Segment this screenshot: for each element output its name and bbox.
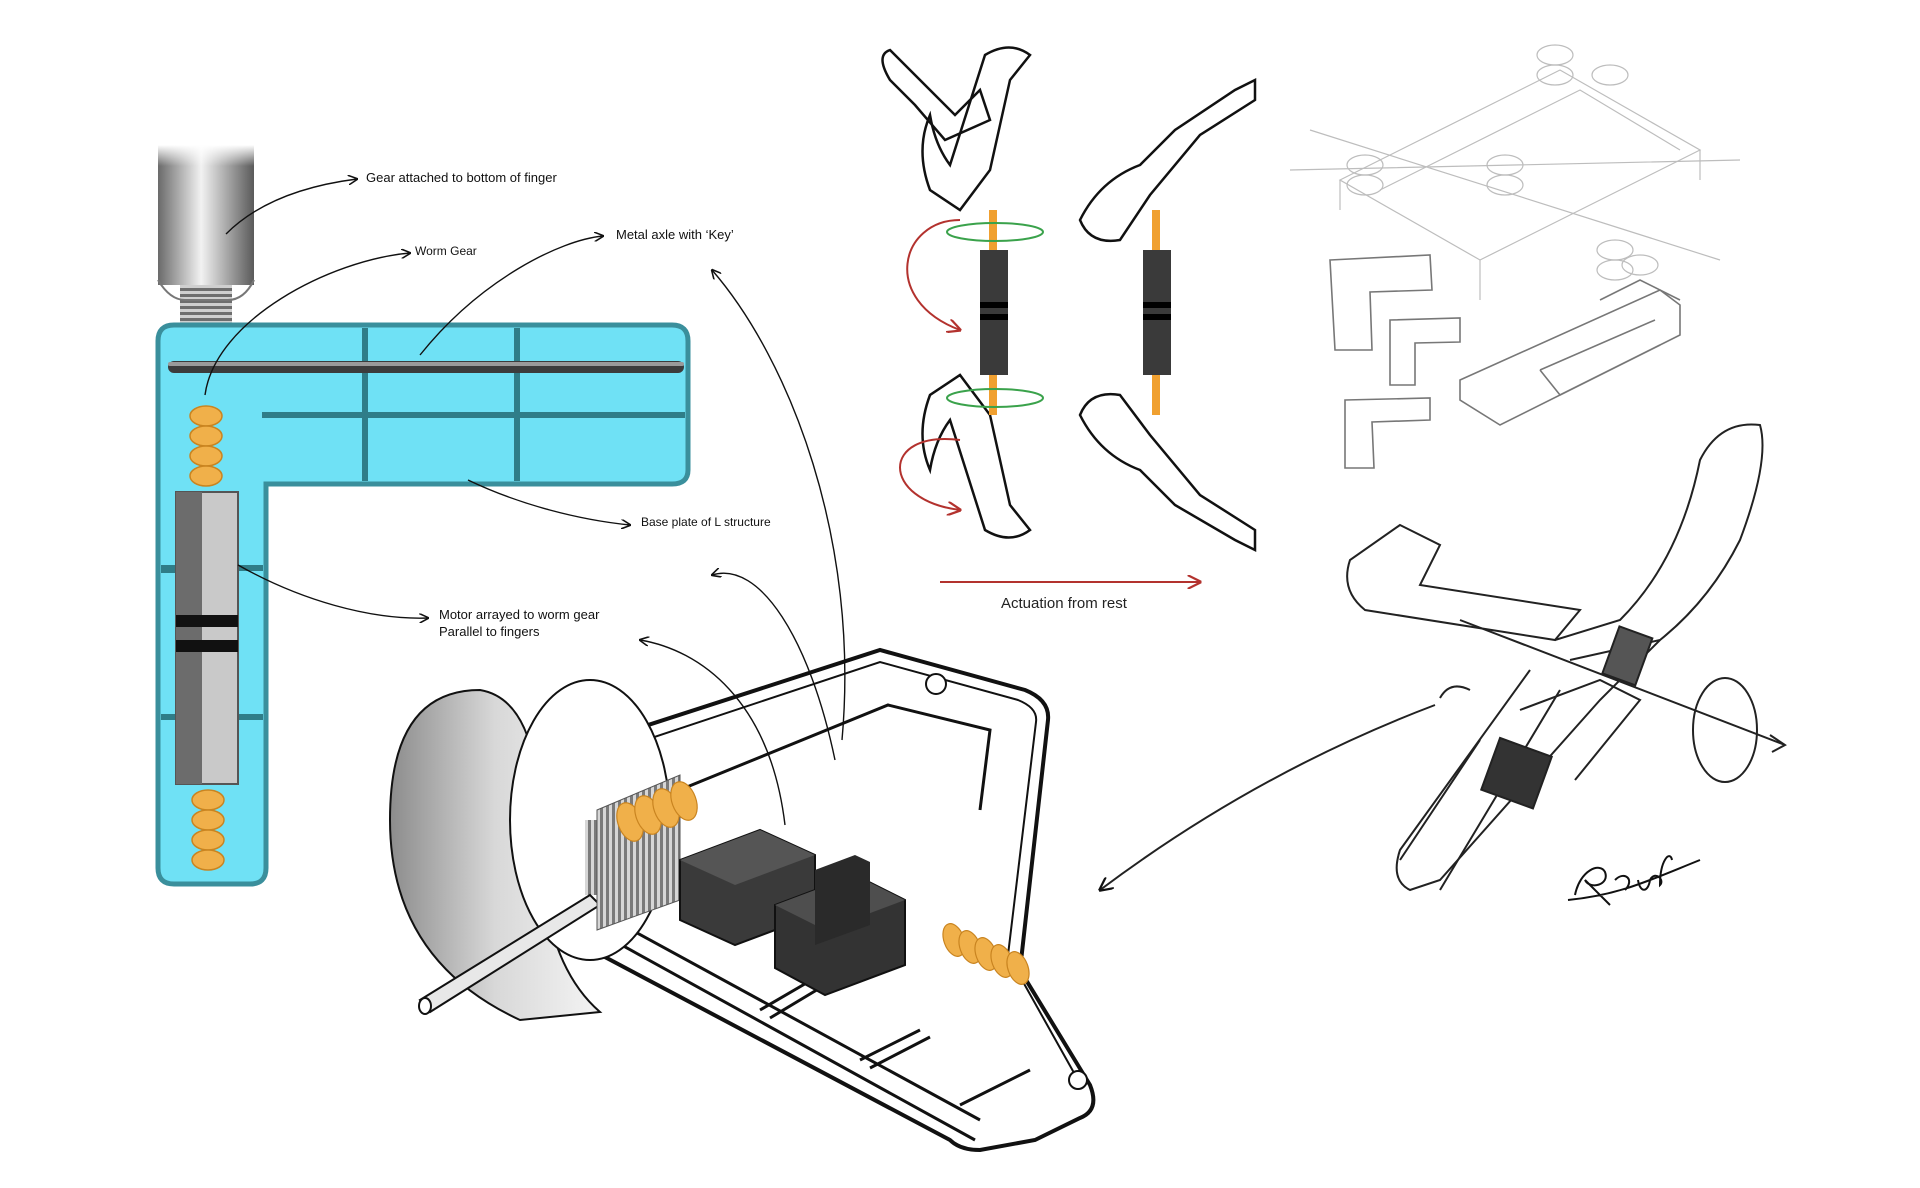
mechanism-3d-view — [388, 647, 1096, 1153]
motor-vertical — [175, 491, 239, 785]
label-metal-axle: Metal axle with ‘Key’ — [616, 227, 734, 242]
worm-gear-3d — [616, 781, 698, 842]
actuation-diagram — [881, 46, 1257, 583]
axle-right-bottom — [1152, 375, 1160, 415]
label-motor-line1: Motor arrayed to worm gear — [439, 607, 600, 622]
label-gear-bottom: Gear attached to bottom of finger — [366, 170, 557, 185]
label-actuation: Actuation from rest — [1001, 595, 1127, 612]
axle-left-bottom — [989, 375, 997, 415]
worm-gear-3d-end — [942, 923, 1030, 985]
motor-right — [1143, 250, 1171, 375]
l-plate-diagram — [155, 145, 846, 887]
worm-gear-upper — [189, 405, 223, 487]
pencil-sketch-l-brackets — [1329, 254, 1681, 469]
frame — [517, 647, 1096, 1153]
sketch-link-arrow — [1100, 704, 1436, 890]
worm-gear-lower — [191, 789, 225, 871]
axle-left-top — [989, 210, 997, 250]
label-motor-line2: Parallel to fingers — [439, 624, 540, 639]
callout-leaders — [204, 179, 846, 826]
axle-right-top — [1152, 210, 1160, 250]
label-base-plate: Base plate of L structure — [641, 515, 771, 529]
motor-left — [980, 250, 1008, 375]
gripper-gear-upper — [1601, 625, 1654, 687]
pencil-sketch-iso — [1289, 44, 1741, 300]
gripper-gear-lower — [1479, 736, 1554, 810]
label-worm-gear: Worm Gear — [415, 244, 477, 258]
signature — [1567, 855, 1701, 906]
base-plate — [155, 322, 691, 887]
motor-3d — [679, 828, 906, 997]
pencil-sketch-gripper — [1346, 423, 1787, 892]
